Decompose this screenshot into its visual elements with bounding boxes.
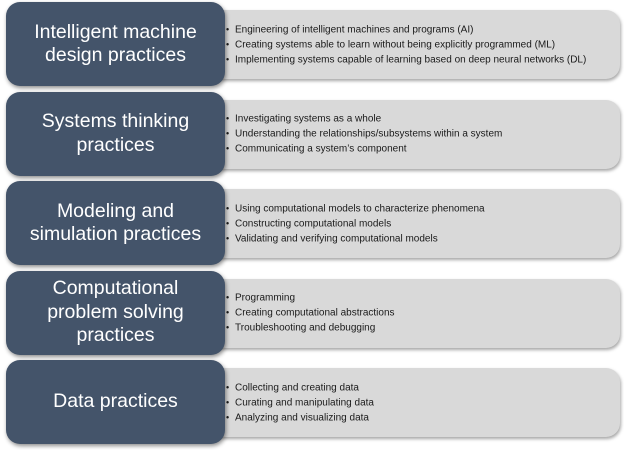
practices-diagram: Engineering of intelligent machines and … [6, 2, 620, 450]
practice-details-box: Engineering of intelligent machines and … [211, 10, 620, 79]
practice-bullet-list: Engineering of intelligent machines and … [235, 22, 586, 67]
practice-category-title: Data practices [53, 390, 178, 413]
practice-bullet: Validating and verifying computational m… [235, 231, 485, 246]
practice-bullet: Programming [235, 291, 395, 306]
practice-bullet: Implementing systems capable of learning… [235, 52, 586, 67]
practice-category-title: Intelligent machine design practices [34, 20, 197, 67]
practice-category-title: Computational problem solving practices [47, 277, 184, 347]
practice-row-intelligent-machine-design: Engineering of intelligent machines and … [6, 2, 620, 86]
practice-bullet: Creating systems able to learn without b… [235, 37, 586, 52]
practice-category-title: Systems thinking practices [41, 110, 190, 156]
practice-bullet: Using computational models to characteri… [235, 201, 485, 216]
practice-category-box: Intelligent machine design practices [6, 2, 225, 86]
practice-bullet: Understanding the relationships/subsyste… [235, 127, 502, 142]
practice-row-systems-thinking: Investigating systems as a whole Underst… [6, 91, 620, 176]
practice-category-box: Data practices [6, 360, 225, 444]
practice-bullet-list: Collecting and creating data Curating an… [235, 380, 374, 425]
practice-details-box: Collecting and creating data Curating an… [211, 368, 620, 437]
practice-bullet: Curating and manipulating data [235, 395, 374, 410]
practice-bullet: Engineering of intelligent machines and … [235, 22, 586, 37]
practice-details-box: Using computational models to characteri… [211, 189, 620, 258]
practice-category-box: Computational problem solving practices [6, 270, 225, 355]
practice-bullet: Troubleshooting and debugging [235, 321, 395, 336]
practice-bullet: Investigating systems as a whole [235, 112, 502, 127]
practice-category-title: Modeling and simulation practices [29, 199, 202, 246]
practice-bullet-list: Investigating systems as a whole Underst… [235, 112, 502, 157]
practice-bullet: Analyzing and visualizing data [235, 410, 374, 425]
practice-bullet-list: Programming Creating computational abstr… [235, 291, 395, 336]
practice-bullet: Creating computational abstractions [235, 306, 395, 321]
practice-bullet: Collecting and creating data [235, 380, 374, 395]
practice-bullet-list: Using computational models to characteri… [235, 201, 485, 246]
practice-row-data: Collecting and creating data Curating an… [6, 360, 620, 444]
practice-details-box: Programming Creating computational abstr… [211, 278, 620, 348]
practice-bullet: Constructing computational models [235, 216, 485, 231]
practice-bullet: Communicating a system’s component [235, 142, 502, 157]
practice-category-box: Modeling and simulation practices [6, 181, 225, 265]
practice-category-box: Systems thinking practices [6, 91, 225, 176]
practice-row-modeling-simulation: Using computational models to characteri… [6, 181, 620, 265]
practice-row-computational-problem-solving: Programming Creating computational abstr… [6, 270, 620, 355]
practice-details-box: Investigating systems as a whole Underst… [211, 99, 620, 169]
